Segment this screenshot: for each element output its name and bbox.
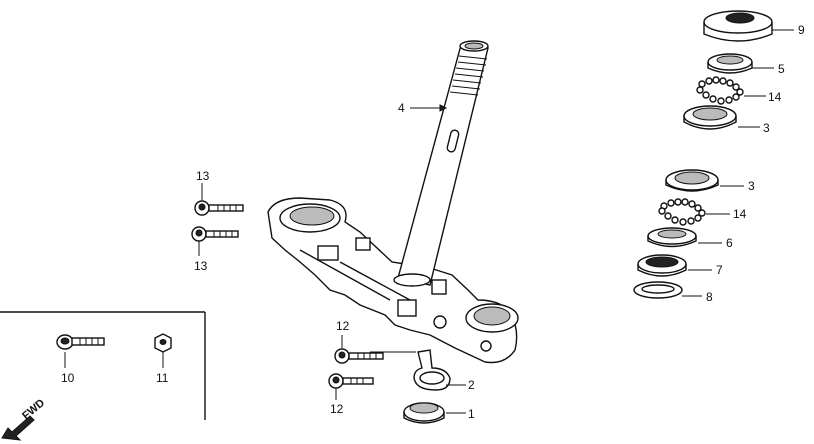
callout-12-upper: 12 <box>336 319 350 333</box>
callout-5: 5 <box>778 62 785 76</box>
callout-3-lower: 3 <box>748 179 755 193</box>
upper-cone-race-part-5[interactable] <box>707 53 753 74</box>
lower-cone-race-part-6[interactable] <box>647 227 697 248</box>
callout-12-lower: 12 <box>330 402 344 416</box>
bolt-part-10[interactable] <box>56 334 105 368</box>
bearing-adjust-nut-part-9[interactable] <box>703 10 773 42</box>
callout-3-upper: 3 <box>763 121 770 135</box>
dust-seal-part-7[interactable] <box>637 254 687 277</box>
callout-2: 2 <box>468 378 475 392</box>
lower-ball-race-part-3[interactable] <box>665 169 719 192</box>
callout-6: 6 <box>726 236 733 250</box>
dust-seal-part-1[interactable] <box>403 402 445 424</box>
fwd-arrow <box>1 415 35 441</box>
bolt-part-12-upper[interactable] <box>334 335 384 364</box>
bolt-part-13-upper[interactable] <box>194 183 244 216</box>
upper-ball-race-part-3[interactable] <box>683 105 737 130</box>
callout-9: 9 <box>798 23 805 37</box>
callout-4: 4 <box>398 101 405 115</box>
inset-box <box>0 311 206 420</box>
callout-14-lower: 14 <box>733 207 747 221</box>
guide-part-2[interactable] <box>370 349 451 391</box>
steering-stem-part-4[interactable] <box>267 40 519 364</box>
callout-14-upper: 14 <box>768 90 782 104</box>
steel-balls-part-14-upper[interactable] <box>696 76 744 105</box>
leader-4-arrow <box>439 104 448 112</box>
nut-part-11[interactable] <box>154 333 172 368</box>
callout-11: 11 <box>156 371 169 385</box>
callout-13-lower: 13 <box>194 259 208 273</box>
bolt-part-12-lower[interactable] <box>328 373 374 400</box>
callout-10: 10 <box>61 371 75 385</box>
steel-balls-part-14-lower[interactable] <box>658 198 706 226</box>
callout-13-upper: 13 <box>196 169 210 183</box>
bolt-part-13-lower[interactable] <box>191 226 239 256</box>
callout-1: 1 <box>468 407 475 421</box>
callout-7: 7 <box>716 263 723 277</box>
fwd-label: FWD <box>20 397 47 422</box>
dust-seal-washer-part-8[interactable] <box>633 281 683 299</box>
callout-8: 8 <box>706 290 713 304</box>
